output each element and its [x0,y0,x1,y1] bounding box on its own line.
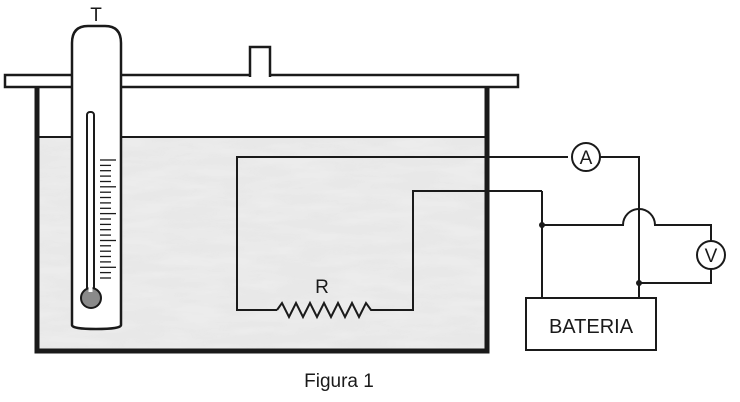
thermometer [70,24,123,331]
voltmeter [696,240,726,270]
ammeter-wire [600,156,640,298]
resistor [276,300,377,320]
container [34,86,490,354]
junction-dot [636,280,642,286]
voltmeter-wire-top [542,208,712,241]
resistor-wire-right [377,190,542,311]
figure-caption: Figura 1 [304,371,374,392]
thermometer-label: T [90,5,102,26]
lid-knob [248,45,272,77]
resistor-label: R [315,277,329,298]
voltmeter-wire-bottom [639,269,712,284]
thermometer-scale [100,159,116,279]
voltmeter-label: V [705,246,718,267]
junction-dot [539,222,545,228]
ammeter-label: A [580,148,593,169]
battery-label: BATERIA [549,316,634,338]
resistor-wire-left [236,156,568,311]
battery [525,297,657,351]
